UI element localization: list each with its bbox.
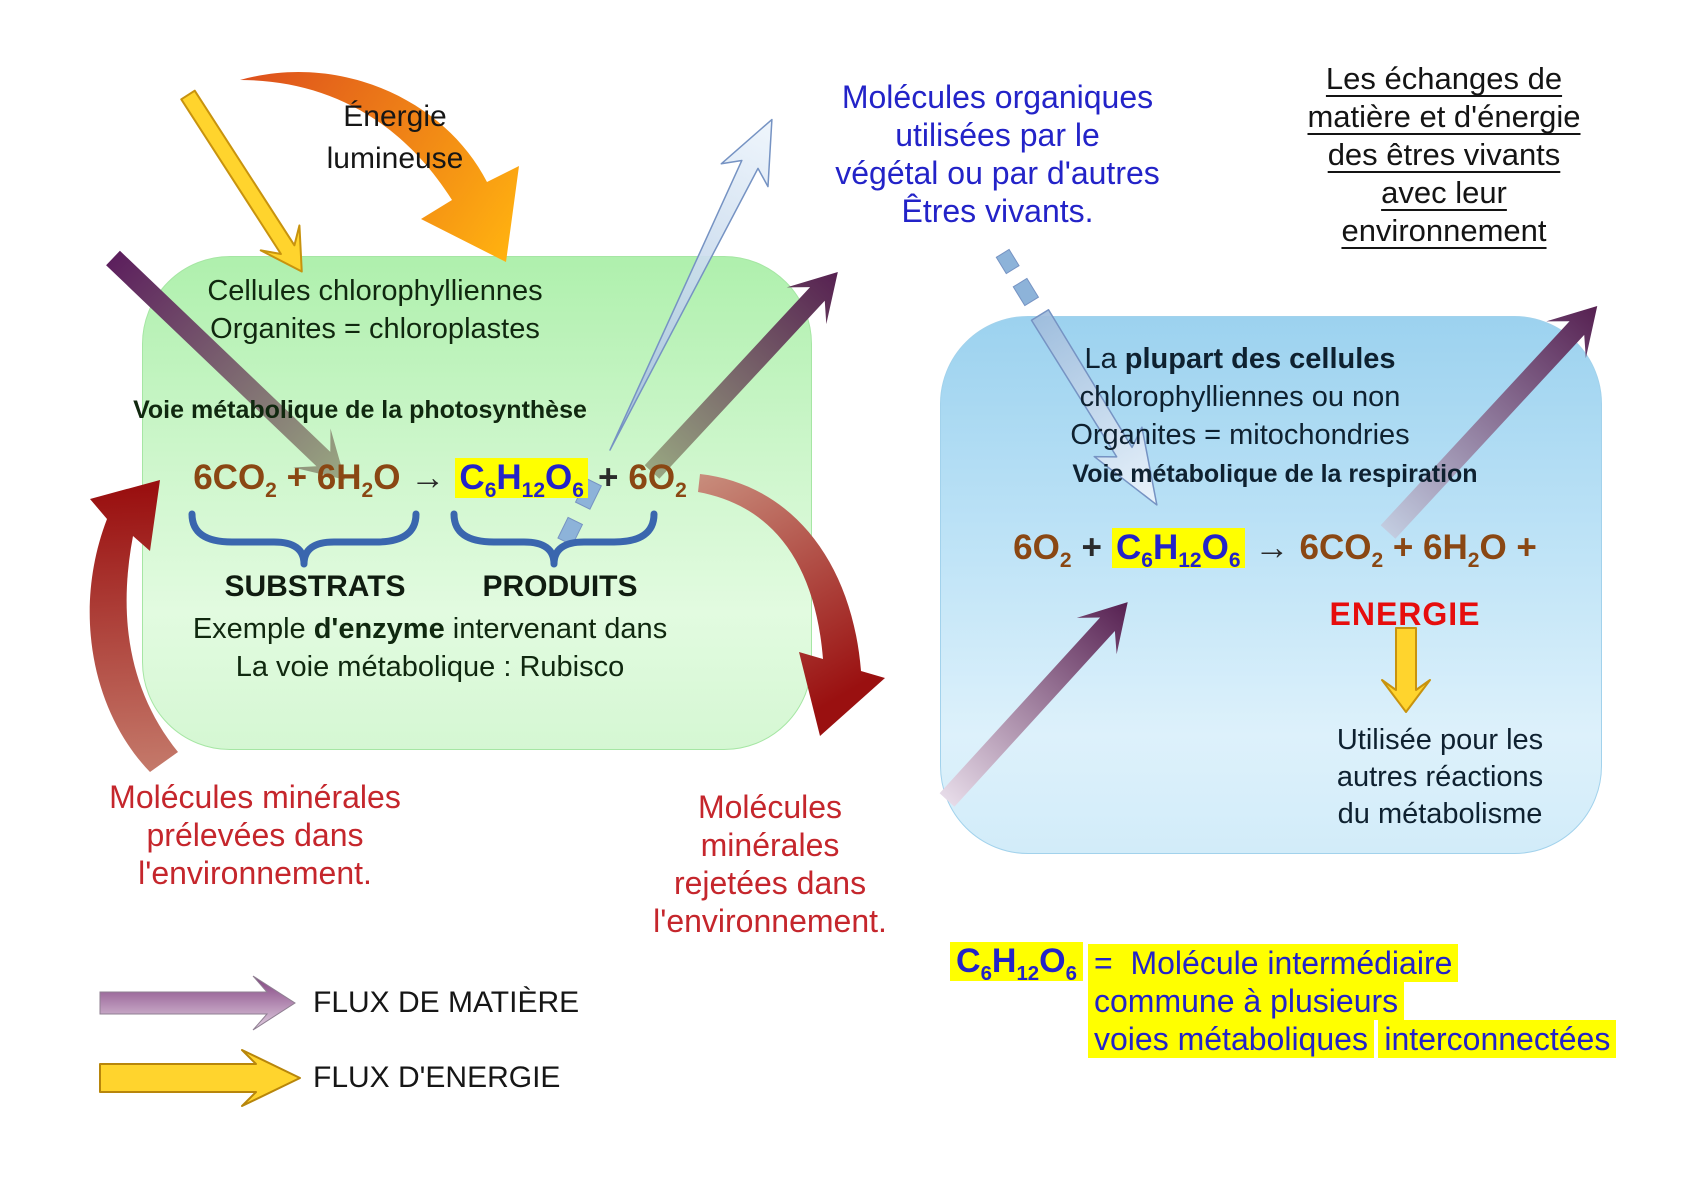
enzyme-note-line2: La voie métabolique : Rubisco [235, 651, 625, 683]
equation-reactants: 6CO2 + 6H2O [193, 458, 401, 502]
matter-flux-arrow-into-respiration [939, 602, 1128, 807]
substrates-brace [188, 510, 420, 568]
respiration-cells-line2: chlorophylliennes ou non [1079, 381, 1401, 413]
matter-flux-arrow-into-photosynthesis [106, 250, 346, 480]
respiration-organelles-line: Organites = mitochondries [1070, 419, 1410, 451]
matter-flux-arrow-out-of-respiration [1380, 306, 1598, 539]
reaction-arrow: → [410, 458, 446, 497]
photosynthesis-equation: 6CO2 + 6H2O → C6H12O6 + 6O2 [150, 458, 730, 502]
glucose-formula: C6H12O6 [455, 458, 588, 501]
plus-sign: + [1081, 528, 1102, 567]
glucose-formula: C6H12O6 [1111, 528, 1245, 571]
glucose-key-formula: C6H12O6 [950, 942, 1083, 984]
legend-matter-label: FLUX DE MATIÈRE [313, 986, 580, 1019]
products-label: PRODUITS [482, 570, 638, 603]
substrates-label: SUBSTRATS [224, 570, 406, 603]
legend-energy-flux-arrow [99, 1049, 301, 1107]
energy-usage-note: Utilisée pour les autres réactions du mé… [1336, 724, 1544, 830]
mineral-in-note: Molécules minérales prélevées dans l'env… [109, 779, 401, 891]
organic-molecules-arrow-up [557, 118, 773, 546]
respiration-pathway-label: Voie métabolique de la respiration [1072, 460, 1478, 488]
energy-word: ENERGIE [1329, 596, 1481, 632]
legend-matter-flux-arrow [99, 975, 296, 1031]
respiration-equation: 6O2 + C6H12O6 → 6CO2 + 6H2O + [950, 528, 1600, 572]
organic-molecules-arrow-into-respiration [995, 248, 1158, 506]
equation-oxygen: 6O2 [1013, 528, 1072, 572]
reaction-arrow: → [1254, 528, 1290, 567]
light-energy-label: Énergie lumineuse [326, 100, 464, 175]
equation-products: 6CO2 + 6H2O + [1299, 528, 1537, 572]
products-brace [450, 510, 658, 568]
equation-oxygen: 6O2 [628, 458, 687, 502]
photosynthesis-pathway-label: Voie métabolique de la photosynthèse [133, 396, 587, 424]
legend-energy-label: FLUX D'ENERGIE [313, 1061, 561, 1094]
glucose-key-text: = Molécule intermédiaire commune à plusi… [1088, 944, 1684, 1058]
photosynthesis-box [142, 256, 812, 750]
respiration-cells-line: La plupart des cellules [1084, 343, 1396, 375]
mineral-molecules-arrow-out [698, 474, 885, 736]
organic-molecules-note: Molécules organiques utilisées par le vé… [835, 79, 1160, 229]
light-energy-swoosh-arrow [240, 71, 519, 262]
cells-bold: plupart des cellules [1124, 343, 1396, 375]
energy-usage-arrow-down [1381, 627, 1431, 713]
mineral-out-note: Molécules minérales rejetées dans l'envi… [653, 789, 887, 939]
energy-flux-arrow-into-photosynthesis [180, 89, 303, 273]
page-title: Les échanges de matière et d'énergie des… [1307, 61, 1581, 248]
photosynthesis-cells-line: Cellules chlorophylliennes [207, 275, 543, 307]
plus-sign: + [597, 458, 619, 497]
enzyme-note-line1: Exemple d'enzyme intervenant dans [192, 613, 668, 645]
matter-flux-arrow-out-of-photosynthesis [644, 272, 838, 479]
photosynthesis-organelles-line: Organites = chloroplastes [210, 313, 540, 345]
enzyme-word-bold: d'enzyme [313, 613, 445, 645]
mineral-molecules-arrow-in [89, 480, 178, 772]
